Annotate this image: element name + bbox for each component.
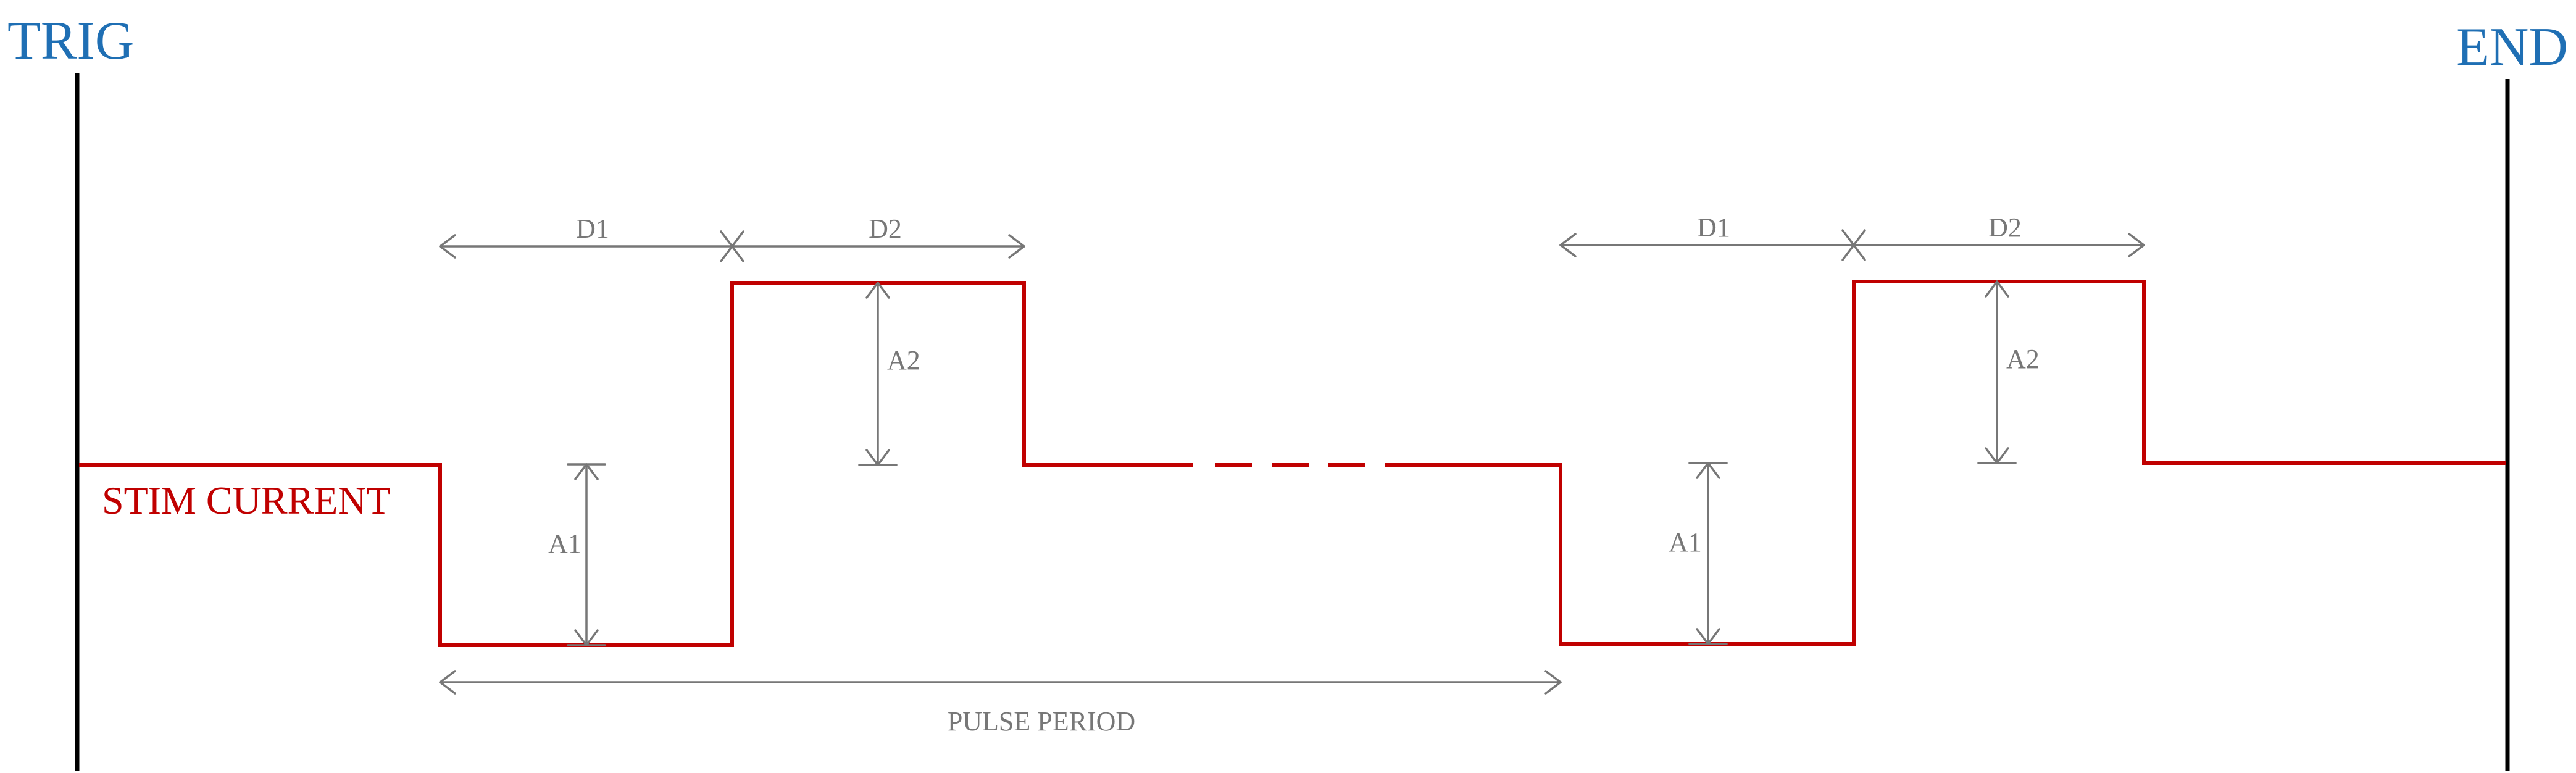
trig-label: TRIG: [7, 11, 134, 71]
pulse-1-a1-label: A1: [548, 529, 581, 559]
pulse-1-dimensions: D1 D2 A1 A2: [439, 214, 1025, 646]
pulse-period-dimension: PULSE PERIOD: [439, 670, 1562, 737]
end-label: END: [2456, 17, 2568, 77]
pulse-1-d2-label: D2: [869, 214, 902, 244]
pulse-2-a2-label: A2: [2006, 344, 2040, 374]
pulse-2-d1-label: D1: [1697, 212, 1730, 243]
stim-current-waveform-pulse-1: [79, 281, 1193, 647]
pulse-2-d2-label: D2: [1988, 212, 2022, 243]
stim-current-label: STIM CURRENT: [102, 478, 391, 522]
stim-current-waveform-pulse-2: [1385, 280, 2506, 646]
pulse-2-a1-label: A1: [1669, 527, 1702, 558]
pulse-period-label: PULSE PERIOD: [948, 706, 1135, 737]
pulse-2-dimensions: D1 D2 A1 A2: [1559, 212, 2145, 645]
pulse-1-d1-label: D1: [576, 214, 609, 244]
pulse-1-a2-label: A2: [887, 345, 920, 375]
